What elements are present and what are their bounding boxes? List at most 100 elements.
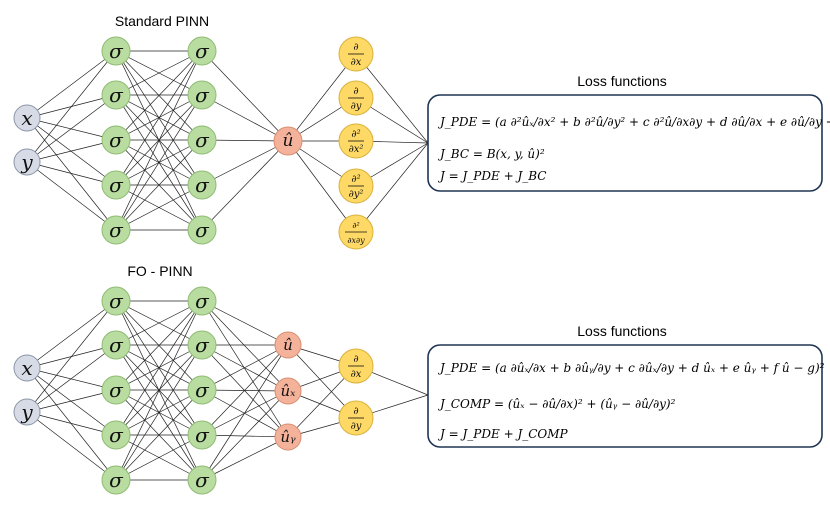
- edge: [115, 139, 203, 231]
- top-eq-j: J = J_PDE + J_BC: [437, 169, 546, 183]
- sigma-label: σ: [109, 289, 124, 313]
- edge: [115, 300, 203, 391]
- output-label: û: [283, 336, 293, 354]
- edge: [26, 367, 117, 436]
- derivative-node: ∂² ∂x²: [338, 123, 374, 159]
- deriv-denominator: ∂x∂y: [347, 236, 365, 245]
- sigma-label: σ: [109, 218, 124, 242]
- input-node-x: x: [13, 354, 41, 382]
- edge: [115, 344, 203, 481]
- edge: [26, 117, 117, 141]
- edge: [26, 94, 117, 163]
- edge: [115, 300, 203, 346]
- hidden-node: σ: [101, 420, 131, 450]
- edge: [201, 50, 289, 142]
- derivative-node: ∂∂y: [338, 80, 374, 116]
- sigma-label: σ: [109, 128, 124, 152]
- sigma-label: σ: [195, 378, 210, 402]
- sigma-label: σ: [195, 173, 210, 197]
- bottom-eq-j: J = J_PDE + J_COMP: [437, 427, 569, 441]
- deriv-numerator: ∂²: [351, 129, 360, 140]
- edge: [201, 344, 289, 392]
- edge: [201, 344, 289, 481]
- edge: [26, 117, 117, 231]
- edge: [355, 142, 429, 233]
- deriv-numerator: ∂: [353, 42, 358, 53]
- input-node-y: y: [13, 398, 41, 426]
- edge: [115, 184, 203, 231]
- edge: [26, 300, 117, 413]
- derivative-node: ∂∂x: [338, 348, 374, 384]
- edge: [115, 94, 203, 231]
- deriv-denominator: ∂y: [351, 421, 362, 432]
- edge: [26, 50, 117, 163]
- sigma-label: σ: [109, 378, 124, 402]
- network-nodes: xyσσσσσσσσσσû∂∂x∂∂y∂²∂x²∂²∂y²∂²∂x∂yxyσσσ…: [13, 36, 374, 495]
- edge: [201, 300, 289, 346]
- hidden-node: σ: [187, 330, 217, 360]
- output-node: ûᵧ: [274, 423, 302, 451]
- top-loss-title: Loss functions: [577, 73, 667, 89]
- edge: [26, 161, 117, 186]
- deriv-numerator: ∂: [353, 86, 358, 97]
- bottom-network-title: FO - PINN: [127, 263, 192, 279]
- input-label: x: [21, 356, 32, 380]
- edge: [201, 300, 289, 438]
- derivative-node: ∂ ∂x: [338, 36, 374, 72]
- derivative-node: ∂² ∂x∂y: [338, 214, 374, 250]
- input-node-y: y: [13, 148, 41, 176]
- edge: [287, 140, 357, 233]
- deriv-denominator: ∂x²: [349, 144, 364, 155]
- edge: [26, 139, 117, 163]
- edge: [115, 50, 203, 231]
- input-label: y: [20, 150, 33, 174]
- edge: [201, 389, 289, 438]
- sigma-label: σ: [109, 468, 124, 492]
- bottom-eq-jpde: J_PDE = (a ∂ûₓ/∂x + b ∂ûᵧ/∂y + c ∂ûₓ/∂y …: [437, 361, 825, 375]
- hidden-node: σ: [101, 80, 131, 110]
- top-loss-box: Loss functions J_PDE = (a ∂²ûₓ/∂x² + b ∂…: [427, 73, 830, 192]
- edge: [26, 389, 117, 413]
- hidden-node: σ: [187, 420, 217, 450]
- edge: [201, 436, 289, 481]
- edge: [26, 117, 117, 186]
- edge: [201, 300, 289, 392]
- sigma-label: σ: [195, 423, 210, 447]
- bottom-loss-box: Loss functions J_PDE = (a ∂ûₓ/∂x + b ∂ûᵧ…: [427, 323, 825, 448]
- deriv-numerator: ∂²: [352, 221, 359, 230]
- output-label: û: [283, 131, 294, 151]
- sigma-label: σ: [109, 83, 124, 107]
- top-eq-jpde: J_PDE = (a ∂²ûₓ/∂x² + b ∂²û/∂y² + c ∂²û/…: [437, 115, 830, 129]
- input-node-x: x: [13, 104, 41, 132]
- deriv-numerator: ∂: [353, 406, 358, 417]
- derivative-node: ∂ ∂y: [338, 400, 374, 436]
- sigma-label: σ: [195, 289, 210, 313]
- hidden-node: σ: [101, 125, 131, 155]
- edge: [201, 94, 289, 142]
- sigma-label: σ: [195, 468, 210, 492]
- deriv-denominator: ∂x: [351, 57, 362, 68]
- edge: [115, 434, 203, 481]
- edge: [26, 411, 117, 481]
- hidden-node: σ: [101, 215, 131, 245]
- sigma-label: σ: [195, 83, 210, 107]
- edge: [201, 390, 289, 481]
- hidden-node: σ: [187, 170, 217, 200]
- output-node-u-hat: û: [273, 126, 303, 156]
- hidden-node: σ: [187, 375, 217, 405]
- edge: [26, 300, 117, 369]
- hidden-node: σ: [101, 375, 131, 405]
- edge: [26, 411, 117, 436]
- top-network-title: Standard PINN: [115, 13, 209, 29]
- deriv-numerator: ∂²: [351, 174, 360, 185]
- edge: [355, 53, 429, 144]
- hidden-node: σ: [101, 36, 131, 66]
- edge: [115, 50, 203, 141]
- edge: [26, 367, 117, 481]
- input-label: y: [20, 400, 33, 424]
- hidden-node: σ: [187, 125, 217, 155]
- output-label: ûᵧ: [280, 428, 296, 446]
- edge: [26, 161, 117, 231]
- input-label: x: [21, 106, 32, 130]
